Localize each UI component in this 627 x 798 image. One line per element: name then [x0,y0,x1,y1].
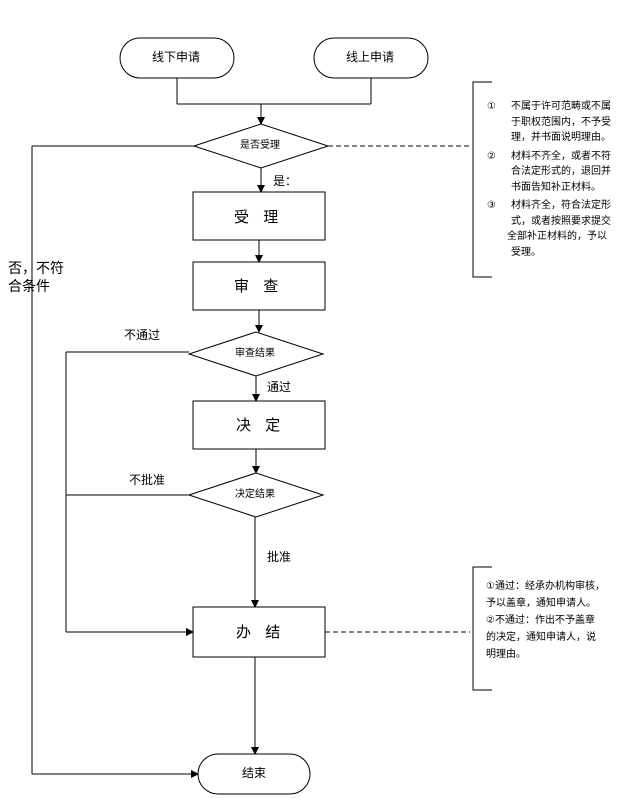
decision-review-label: 审查结果 [235,348,275,359]
decision-review-diamond [187,331,325,377]
decision-decide-diamond [187,472,325,518]
label-yes: 是： [273,174,298,188]
label-reject-left-line2: 合条件 [8,279,50,295]
note-finish: ①通过：经承办机构审核， 予以盖章，通知申请人。 ②不通过：作出不予盖章 的决定… [486,578,626,663]
note-finish-line4: 的决定，通知申请人，说 [486,632,596,643]
box-review-label: 审 查 [234,277,279,295]
note-accept-item1-num: ① [487,101,496,112]
note-accept: ① 不属于许可范畴或不属 于职权范围内，不予受 理，并书面说明理由。 ② 材料不… [487,99,627,260]
box-decide [192,400,326,450]
note-finish-line1: ①通过：经承办机构审核， [486,581,605,592]
note-accept-item3-line4: 受理。 [511,246,541,258]
note-accept-item1-line3: 理，并书面说明理由。 [511,132,611,143]
note-finish-line5: 明理由。 [486,649,526,660]
start-online-label: 线上申请 [346,50,395,64]
note-accept-item2: ② 材料不齐全，或者不符 [487,149,627,165]
note-finish-bracket [472,566,492,691]
note-accept-item3-line1: 材料齐全，符合法定形 [511,200,611,211]
box-accept-label: 受 理 [234,208,279,226]
note-accept-item2-line3: 书面告知补正材料。 [511,181,601,193]
note-accept-item2-line2: 合法定形式的，退回并 [511,166,611,177]
box-finish-label: 办 结 [236,623,281,641]
label-approve: 批准 [267,550,292,564]
note-accept-item2-num: ② [487,150,496,162]
note-accept-item1-line2: 于职权范围内，不予受 [511,116,611,128]
note-accept-item1: ① 不属于许可范畴或不属 [487,99,627,115]
box-review [192,261,326,311]
note-accept-item3-line2: 式，或者按照要求提交 [511,215,611,227]
label-not-pass: 不通过 [124,328,161,342]
label-not-approve: 不批准 [129,473,166,487]
box-finish [192,606,326,658]
label-pass: 通过 [267,380,292,394]
box-accept [192,191,326,241]
end-label: 结束 [242,766,267,780]
note-accept-item3: ③ 材料齐全，符合法定形 [487,198,627,214]
note-accept-bracket [472,81,492,278]
note-accept-item3-line3: 全部补正材料的，予以 [507,231,607,242]
label-reject-left-line1: 否，不符 [8,261,64,277]
note-accept-item1-line1: 不属于许可范畴或不属 [511,101,611,112]
note-accept-item2-line1: 材料不齐全，或者不符 [511,150,611,162]
box-decide-label: 决 定 [236,416,281,434]
decision-decide-label: 决定结果 [235,489,275,500]
decision-accept-label: 是否受理 [240,140,280,151]
note-finish-line3: ②不通过：作出不予盖章 [486,615,595,626]
start-offline-label: 线下申请 [152,50,201,64]
note-finish-line2: 予以盖章，通知申请人。 [486,598,596,609]
note-accept-item3-num: ③ [487,200,496,211]
